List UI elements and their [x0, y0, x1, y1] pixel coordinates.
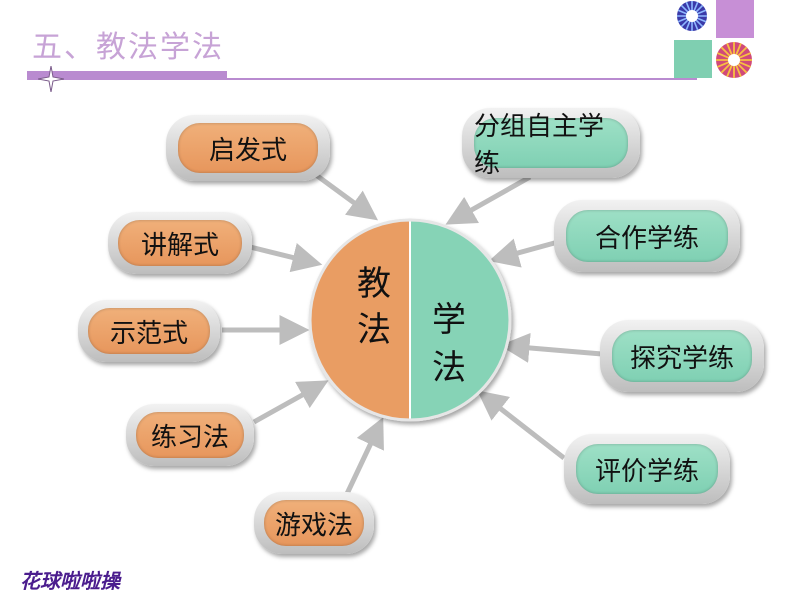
method-pill-hezuo: 合作学练 [554, 200, 740, 272]
center-right-label-2: 法 [427, 346, 471, 390]
arrow-qifashi [312, 172, 372, 216]
center-circle [310, 220, 510, 420]
method-pill-youxifa: 游戏法 [254, 492, 374, 554]
method-pill-pingjia: 评价学练 [564, 434, 730, 504]
arrow-lianxifa [254, 384, 322, 422]
method-pill-lianxifa: 练习法 [126, 404, 254, 466]
method-pill-qifashi: 启发式 [166, 115, 330, 181]
method-label-lianxifa: 练习法 [136, 412, 244, 458]
method-label-shifanshi: 示范式 [88, 308, 210, 354]
method-pill-tanjiu: 探究学练 [600, 320, 764, 392]
arrow-tanjiu [507, 346, 602, 354]
method-label-fenzu: 分组自主学练 [474, 118, 628, 168]
method-label-qifashi: 启发式 [178, 123, 318, 173]
center-right-label-1: 学 [427, 298, 471, 342]
method-label-hezuo: 合作学练 [566, 210, 728, 262]
arrow-youxifa [345, 424, 380, 498]
method-pill-jiangjieshi: 讲解式 [108, 212, 252, 274]
arrow-hezuo [496, 242, 558, 259]
arrow-pingjia [483, 395, 564, 458]
method-label-tanjiu: 探究学练 [612, 330, 752, 382]
arrow-jiangjieshi [250, 247, 315, 263]
center-left-label-2: 法 [352, 308, 396, 352]
method-label-pingjia: 评价学练 [576, 444, 718, 494]
arrow-fenzu [452, 177, 530, 221]
center-left-label-1: 教 [352, 262, 396, 306]
footer-caption: 花球啦啦操 [20, 565, 120, 594]
method-pill-shifanshi: 示范式 [78, 300, 220, 362]
method-label-youxifa: 游戏法 [264, 500, 364, 546]
method-pill-fenzu: 分组自主学练 [462, 108, 640, 178]
method-label-jiangjieshi: 讲解式 [118, 220, 242, 266]
